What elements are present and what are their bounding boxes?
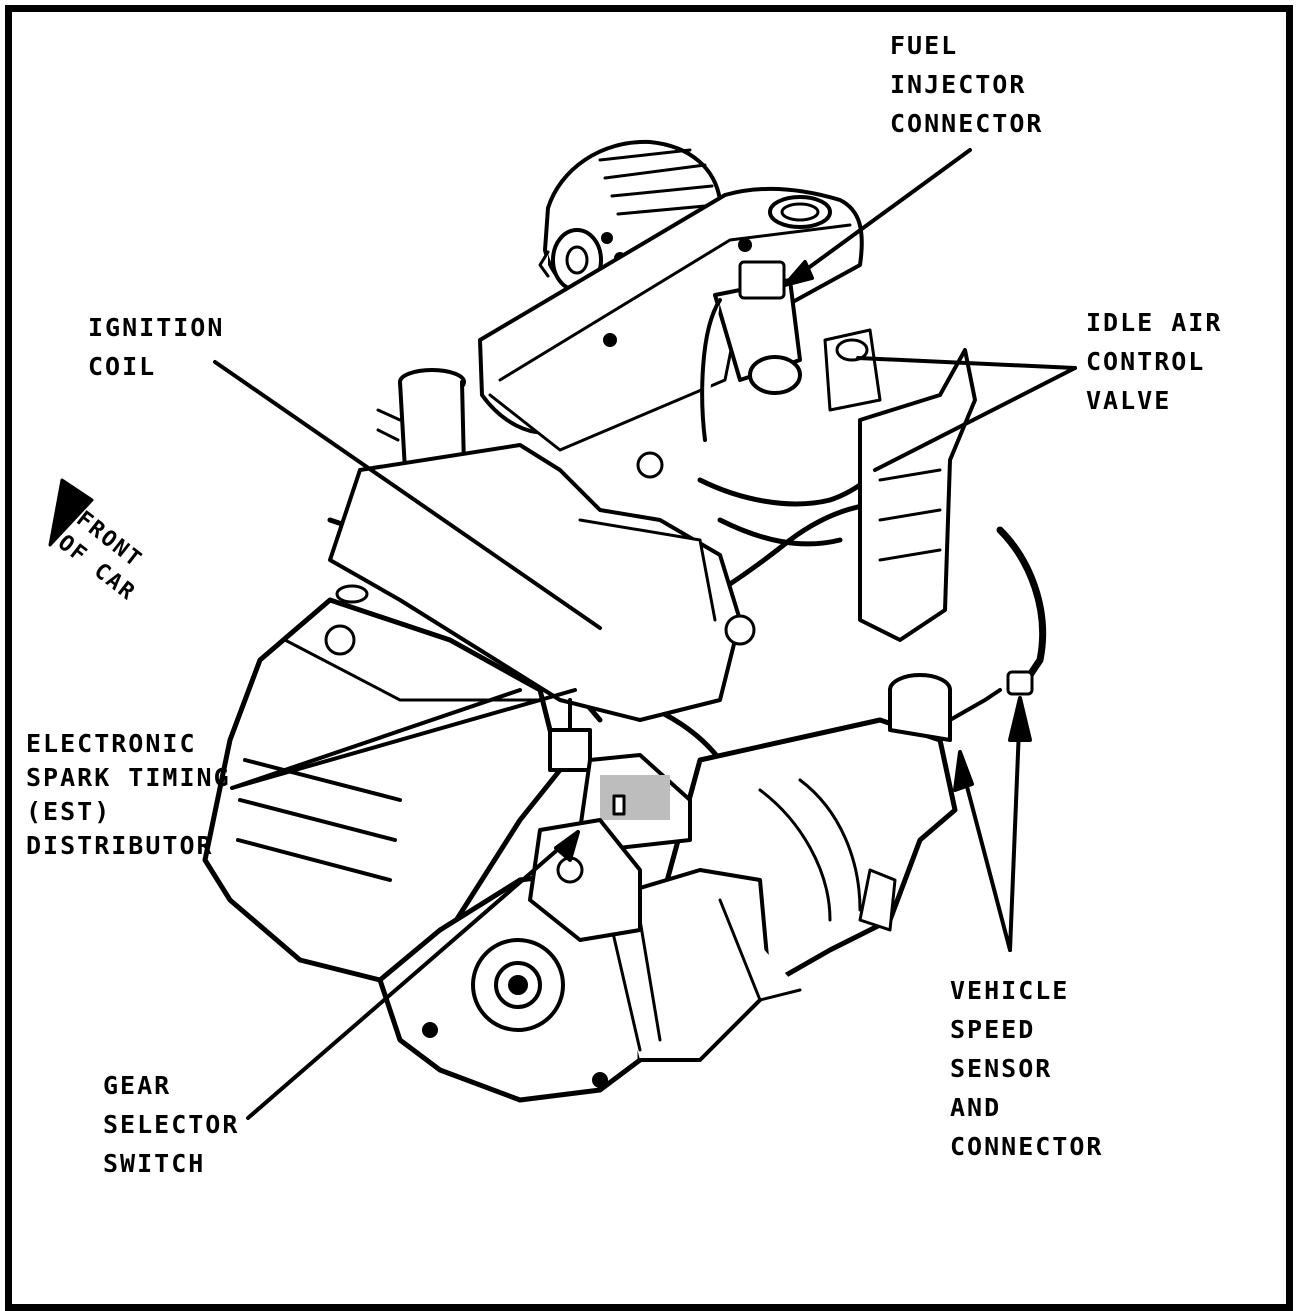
front-of-car-arrow [48,478,94,547]
fuel-injector-arrow [783,260,814,287]
label-line: ELECTRONIC [26,729,197,758]
label-line: COIL [88,352,157,381]
label-line: FUEL [890,31,959,60]
label-line: VALVE [1086,386,1172,415]
label-idle-air-control-valve: IDLE AIR CONTROL VALVE [1086,303,1222,420]
vss-arrow-2 [1008,696,1032,742]
vss-leader-1 [958,758,1012,952]
idle-air-leader [856,356,1077,370]
label-line: GEAR [103,1071,172,1100]
label-line: DISTRIBUTOR [26,831,214,860]
label-line: SENSOR [950,1054,1053,1083]
label-line: IDLE AIR [1086,308,1223,337]
leader-lines [213,148,1077,1120]
label-line: SELECTOR [103,1110,240,1139]
est-leader-2 [230,688,522,790]
vss-leader-2 [1008,702,1022,952]
label-line: SWITCH [103,1149,206,1178]
label-vehicle-speed-sensor: VEHICLE SPEED SENSOR AND CONNECTOR [950,971,1103,1166]
gear-selector-arrow [554,830,580,862]
label-line: IGNITION [88,313,225,342]
label-line: CONNECTOR [890,109,1044,138]
valve-cover [478,187,864,452]
label-line: CONTROL [1086,347,1206,376]
est-leader-1 [230,688,577,790]
right-mount [858,348,977,642]
ignition-coil-leader [213,360,602,630]
vss-arrow-1 [953,750,974,792]
label-ignition-coil: IGNITION COIL [88,308,224,386]
label-line: (EST) [26,797,112,826]
label-line: VEHICLE [950,976,1070,1005]
label-gear-selector-switch: GEAR SELECTOR SWITCH [103,1066,239,1183]
throttle-body [700,260,882,442]
label-line: SPARK TIMING [26,763,231,792]
gear-selector-leader [246,830,580,1120]
label-line: INJECTOR [890,70,1027,99]
label-est-distributor: ELECTRONIC SPARK TIMING (EST) DISTRIBUTO… [26,727,231,863]
fuel-injector-leader [783,148,972,287]
label-line: AND [950,1093,1002,1122]
label-line: CONNECTOR [950,1132,1104,1161]
label-fuel-injector-connector: FUEL INJECTOR CONNECTOR [890,26,1043,143]
engine-illustration [202,139,1047,1103]
label-line: SPEED [950,1015,1036,1044]
